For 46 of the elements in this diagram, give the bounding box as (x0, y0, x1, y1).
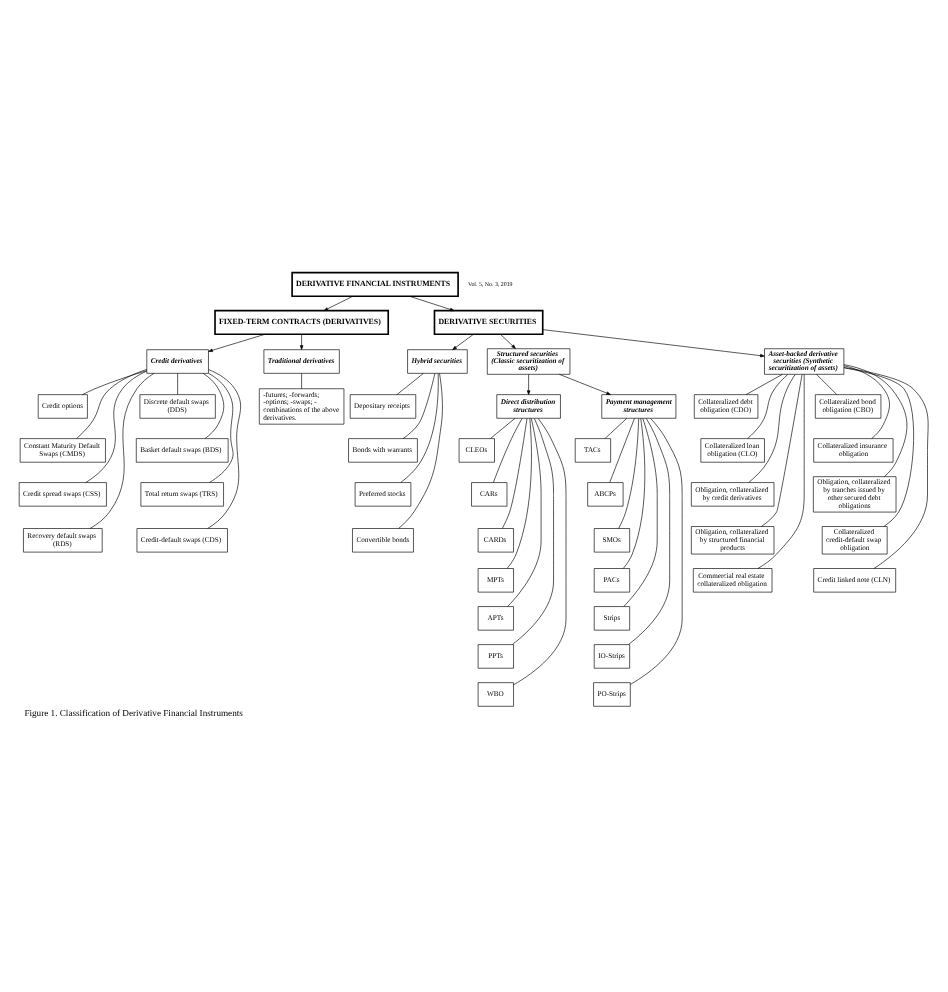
connector (747, 373, 789, 438)
connector (761, 373, 803, 526)
arrow (299, 333, 304, 349)
connector (82, 369, 148, 394)
connector (507, 417, 542, 606)
connector (618, 417, 639, 528)
connector (622, 416, 646, 568)
connector (757, 373, 805, 568)
connector (745, 373, 783, 394)
connector (76, 368, 148, 438)
arrow (208, 333, 266, 351)
connector (609, 417, 635, 482)
connector (623, 417, 658, 606)
connector (490, 417, 516, 438)
connector (604, 417, 628, 438)
connector (301, 372, 302, 388)
arrow (409, 295, 455, 311)
arrow (500, 333, 516, 348)
connector (506, 416, 532, 568)
connector (630, 417, 683, 684)
connector (748, 373, 796, 482)
arrow (559, 373, 611, 394)
arrow (542, 328, 765, 357)
connector (512, 417, 554, 644)
connector (502, 417, 528, 528)
connector (628, 417, 670, 644)
arrow (452, 333, 474, 349)
connector (207, 368, 241, 528)
connector (843, 366, 929, 568)
connector (493, 417, 523, 482)
connector (843, 363, 908, 476)
connector (402, 372, 436, 438)
connector (177, 372, 178, 394)
arrow (323, 295, 353, 310)
arrow (526, 373, 531, 394)
connector (396, 372, 424, 394)
connector (843, 364, 890, 438)
connector (398, 372, 443, 528)
connector (89, 372, 155, 528)
connector (513, 417, 567, 685)
connector (400, 372, 439, 482)
connector (816, 373, 838, 394)
connector (202, 372, 225, 438)
connector (85, 369, 147, 482)
connector (208, 372, 234, 482)
connector (843, 366, 914, 526)
